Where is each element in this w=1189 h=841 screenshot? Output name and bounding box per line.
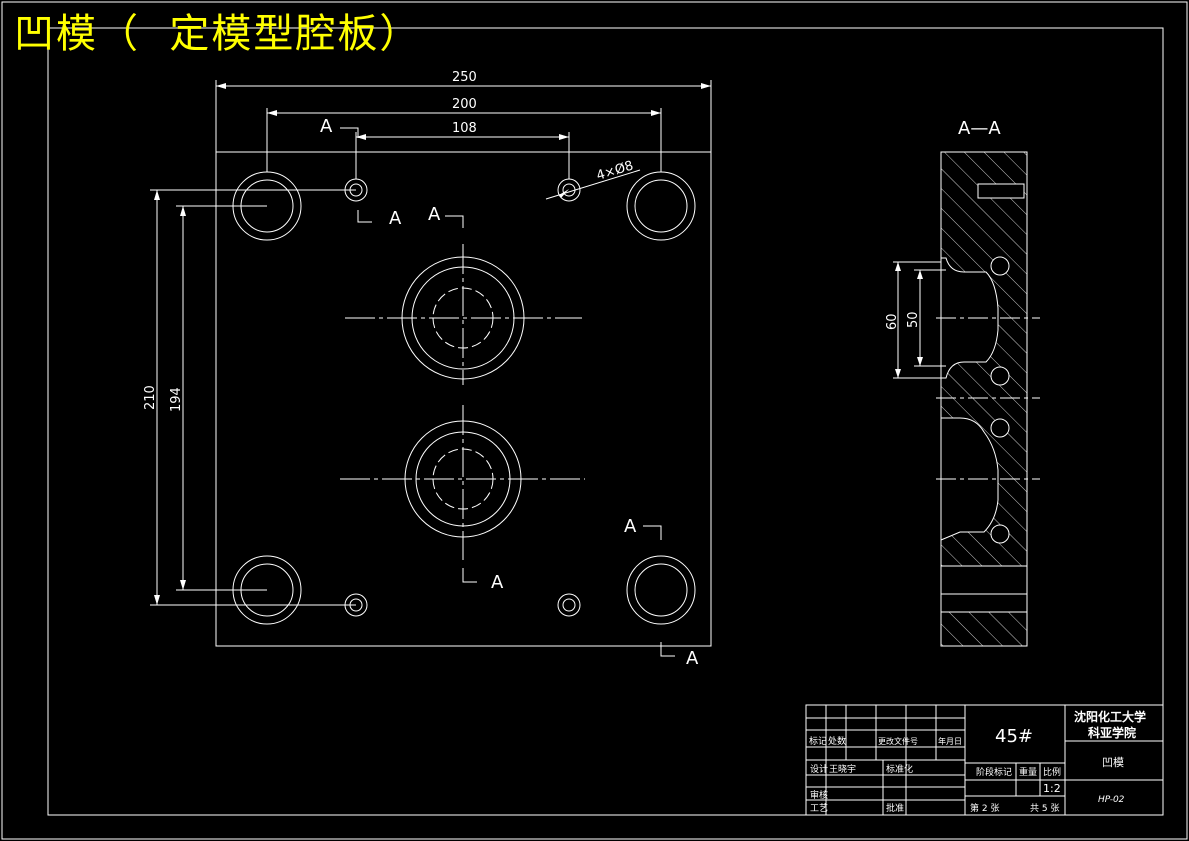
tb-mark: 标记 [809,735,827,747]
section-mark-1 [340,127,359,138]
plan-view [150,80,712,657]
inner-frame [47,27,1164,816]
tb-weight: 重量 [1019,766,1037,778]
tb-scale-value: 1:2 [1043,782,1061,795]
section-view [893,151,1040,647]
plate-outline [215,151,712,647]
dim-hole-spec: 4×Ø8 [595,158,635,183]
dim-194: 194 [169,387,184,412]
tb-drawing-no: HP-02 [1098,795,1125,805]
section-letter-3: A [428,204,441,225]
section-mark-4 [462,568,477,583]
dim-108: 108 [452,121,477,136]
dim-210: 210 [143,385,158,410]
section-letter-1: A [320,116,333,137]
screw-hole-bottom-right [557,593,581,617]
section-letter-4: A [491,572,504,593]
tb-stage: 阶段标记 [976,766,1012,778]
tb-standard: 标准化 [886,763,913,775]
tb-review: 审核 [810,789,828,801]
tb-sheet: 第 2 张 [970,802,999,814]
tb-design: 设计 [810,763,828,775]
tb-part-name: 凹模 [1102,756,1124,769]
tb-school-1: 沈阳化工大学 [1074,709,1146,724]
section-letter-2: A [389,208,402,229]
tb-total: 共 5 张 [1030,803,1059,814]
section-letter-5: A [624,516,637,537]
dim-250: 250 [452,70,477,85]
tb-date: 年月日 [938,736,962,746]
section-mark-3 [445,215,464,228]
tb-approve: 批准 [886,802,904,814]
tb-designer: 王晓宇 [829,763,856,775]
tb-material: 45# [995,726,1033,747]
cavity-bottom [340,405,585,560]
tb-count: 处数 [828,735,846,747]
title-block [805,704,1164,816]
section-mark-5 [643,525,662,540]
guide-hole-top-right [626,171,696,241]
section-mark-2 [357,210,372,223]
dim-60: 60 [885,313,900,330]
dim-200: 200 [452,97,477,112]
tb-scale-label: 比例 [1043,766,1061,778]
tb-school-2: 科亚学院 [1088,725,1136,740]
section-mark-6 [660,642,675,657]
tb-process: 工艺 [810,803,828,814]
guide-hole-bottom-right [626,555,696,625]
section-view-label: A—A [958,118,1001,139]
section-letter-6: A [686,648,699,669]
cavity-top [345,244,582,385]
tb-change-doc: 更改文件号 [878,736,918,746]
dim-50: 50 [906,311,921,328]
drawing-title: 凹模（ 定模型腔板） [14,11,422,57]
